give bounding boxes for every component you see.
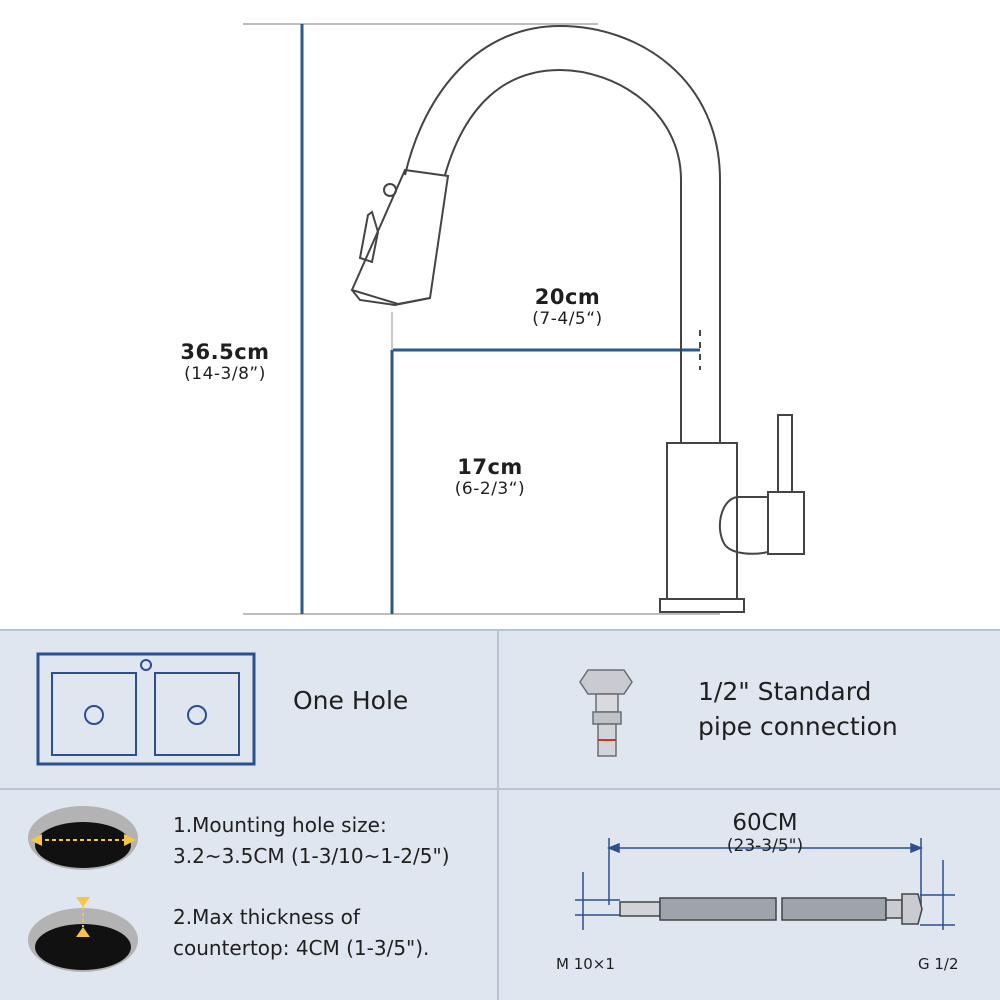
right-thread-label: G 1/2 (918, 955, 959, 973)
reach-label: 20cm (534, 285, 601, 309)
pipe-connection-line1: 1/2" Standard (698, 677, 872, 706)
countertop-thickness-title: 2.Max thickness of (173, 905, 360, 929)
double-sink-icon (36, 652, 256, 766)
hose-length-inch-label: (23-3/5") (726, 836, 804, 856)
spout-height-label: 17cm (457, 455, 523, 479)
height-label: 36.5cm (180, 340, 270, 364)
countertop-thickness-icon (28, 897, 138, 972)
hose-length-label: 60CM (732, 810, 798, 836)
one-hole-label: One Hole (293, 686, 409, 715)
reach-inch-label: (7-4/5“) (532, 309, 603, 329)
height-inch-label: (14-3/8”) (184, 364, 266, 384)
mounting-hole-icon (28, 806, 138, 870)
pipe-connection-line2: pipe connection (698, 712, 898, 741)
mounting-hole-size: 3.2~3.5CM (1-3/10~1-2/5") (173, 844, 450, 868)
left-thread-label: M 10×1 (556, 955, 615, 973)
mounting-hole-title: 1.Mounting hole size: (173, 813, 387, 837)
pipe-fitting-icon (579, 669, 633, 757)
faucet-diagram (243, 23, 805, 615)
countertop-thickness-value: countertop: 4CM (1-3/5"). (173, 936, 430, 960)
faucet-outline (350, 24, 805, 613)
spout-height-inch-label: (6-2/3“) (454, 479, 526, 499)
